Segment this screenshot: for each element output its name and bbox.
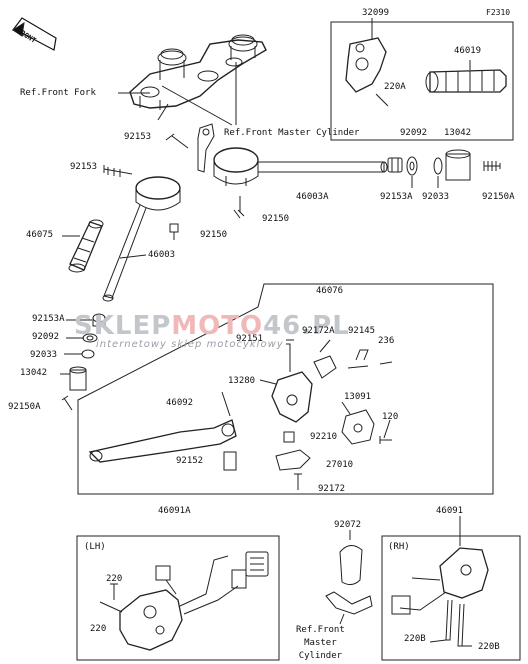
- part-number-236: 236: [378, 336, 395, 346]
- part-number-220-a: 220: [106, 574, 123, 584]
- upper-triple-clamp: [129, 34, 267, 110]
- part-number-92172: 92172: [318, 484, 346, 494]
- part-number-220A: 220A: [384, 82, 406, 92]
- part-number-120: 120: [382, 412, 399, 422]
- part-number-92210: 92210: [310, 432, 338, 442]
- part-number-92153A-right: 92153A: [380, 192, 413, 202]
- lever-assembly-frame: [77, 283, 494, 495]
- part-number-92072: 92072: [334, 520, 362, 530]
- part-number-92150-left: 92150: [200, 230, 228, 240]
- throttle-housing: [345, 18, 389, 107]
- figure-code: F2310: [486, 8, 511, 17]
- part-number-13042-right: 13042: [444, 128, 472, 138]
- ref-front-fork: Ref.Front Fork: [20, 88, 96, 98]
- lh-label: (LH): [84, 542, 106, 552]
- part-number-13091: 13091: [344, 392, 372, 402]
- left-bar-end-parts: [60, 133, 245, 411]
- clutch-lever: [88, 419, 237, 463]
- part-number-220-b: 220: [90, 624, 107, 634]
- wire-clamp: [325, 530, 373, 625]
- part-number-46003: 46003: [148, 250, 176, 260]
- right-bar-end-parts: [387, 149, 501, 188]
- part-number-92033-right: 92033: [422, 192, 450, 202]
- right-throttle-grip: [425, 60, 507, 93]
- lever-bracket: [221, 339, 393, 490]
- watermark-part-1: SKLEP: [74, 311, 172, 341]
- part-number-92092-left: 92092: [32, 332, 60, 342]
- part-number-46076: 46076: [316, 286, 344, 296]
- part-number-92150-mid: 92150: [262, 214, 290, 224]
- lh-switch-housing: [99, 551, 269, 651]
- part-number-92033-left: 92033: [30, 350, 58, 360]
- ref-front-master-cylinder: Ref.Front Master Cylinder: [224, 128, 360, 138]
- ref-front-master-cylinder-2: Ref.Front Master Cylinder: [296, 625, 345, 661]
- lh-switch-frame: [76, 535, 280, 661]
- part-number-46091A: 46091A: [158, 506, 191, 516]
- part-number-92150A-left: 92150A: [8, 402, 41, 412]
- watermark-part-2: MOTO: [171, 311, 264, 341]
- part-number-13042-left: 13042: [20, 368, 48, 378]
- part-number-92151: 92151: [236, 334, 264, 344]
- left-handlebar: [102, 176, 181, 302]
- part-number-92153A-left: 92153A: [32, 314, 65, 324]
- part-number-46092: 46092: [166, 398, 194, 408]
- part-number-92145: 92145: [348, 326, 376, 336]
- part-number-92150A-right: 92150A: [482, 192, 515, 202]
- clamp-bracket: [197, 123, 215, 173]
- part-number-46075: 46075: [26, 230, 54, 240]
- right-handlebar: [213, 147, 388, 212]
- rh-switch-housing: [391, 516, 489, 647]
- part-number-46091: 46091: [436, 506, 464, 516]
- part-number-27010: 27010: [326, 460, 354, 470]
- rh-label: (RH): [388, 542, 410, 552]
- part-number-46003A: 46003A: [296, 192, 329, 202]
- part-number-92153-left: 92153: [70, 162, 98, 172]
- front-arrow-icon: [11, 17, 57, 51]
- part-number-92092-right: 92092: [400, 128, 428, 138]
- watermark-logo: SKLEPMOTO46.PL: [74, 312, 350, 340]
- left-grip: [62, 219, 104, 273]
- part-number-92152: 92152: [176, 456, 204, 466]
- part-number-32099: 32099: [362, 8, 390, 18]
- rh-switch-frame: [381, 535, 521, 661]
- watermark-tagline: internetowy sklep motocyklowy: [96, 339, 284, 350]
- part-number-92153-top: 92153: [124, 132, 152, 142]
- part-number-46019: 46019: [454, 46, 482, 56]
- part-number-92172A: 92172A: [302, 326, 335, 336]
- watermark-part-3: 46.PL: [263, 311, 350, 341]
- part-number-220B-a: 220B: [404, 634, 426, 644]
- part-number-13280: 13280: [228, 376, 256, 386]
- part-number-220B-b: 220B: [478, 642, 500, 652]
- grip-detail-frame: [330, 21, 514, 141]
